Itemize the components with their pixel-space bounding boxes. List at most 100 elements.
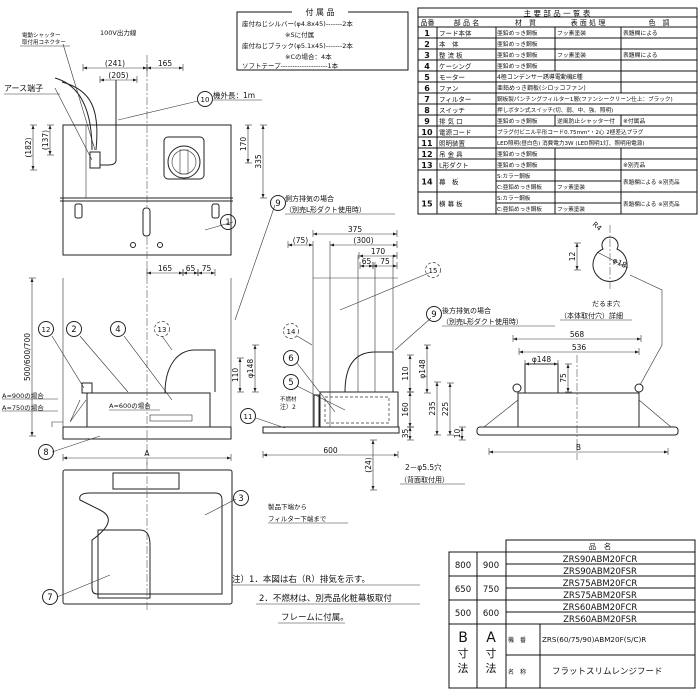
leader-line [79, 335, 129, 393]
part-number: 6 [424, 84, 430, 93]
callout-circle [110, 321, 126, 337]
dimension-arrow [48, 151, 52, 155]
dimension-text: 65 [186, 264, 196, 273]
dimension-arrow [100, 78, 104, 82]
b-dimension: 500 [455, 609, 471, 619]
dimension-arrow [246, 159, 250, 163]
dimension-text: 160 [401, 402, 410, 417]
callout-circle [42, 589, 58, 605]
dimension: 235 [428, 381, 441, 436]
dimension: 10 [453, 426, 466, 441]
callout-number: 9 [275, 199, 280, 209]
dimension-text: (241) [105, 59, 125, 68]
bottom-view [62, 462, 233, 612]
dimension-arrow [179, 271, 183, 275]
part-material: C:亜鉛めっき鋼板 [497, 205, 542, 213]
dimension: (24) [364, 439, 377, 491]
dimension: 225 [441, 382, 454, 436]
b-label: 法 [458, 661, 469, 675]
callout-circle [38, 321, 54, 337]
callout-circle [154, 321, 170, 337]
dimension-text: φ148 [418, 359, 427, 378]
dimension-arrow [194, 271, 198, 275]
model-name: ZRS90ABM20FCR [563, 555, 638, 565]
leader-line [296, 362, 336, 413]
dimension-text: φ148 [246, 359, 255, 378]
annotation-label: アース端子 [4, 83, 43, 93]
keyhole-outline [592, 236, 628, 282]
leader-line [204, 221, 234, 231]
dimension: 170 [358, 247, 398, 259]
leader-line [394, 317, 432, 351]
part-color: 表題欄による [623, 51, 658, 59]
b-label: 寸 [458, 646, 469, 660]
annotation-label: 後方排気の場合 [442, 306, 491, 315]
leader-line [117, 100, 199, 121]
callout-5: 5 [283, 374, 299, 390]
dimension-text: 75 [559, 373, 568, 383]
part-finish: フッ素塗装 [557, 29, 586, 37]
note: 2．不燃材は、別売品化粧幕板取付 [259, 593, 392, 604]
leader-line [255, 417, 286, 429]
accessory-item: ※Sに付属 [285, 30, 314, 39]
a-label: A [486, 630, 496, 646]
dimension-arrow [554, 362, 558, 366]
rear-body [517, 392, 640, 427]
part-name: ケーシング [439, 62, 472, 71]
front-view [51, 262, 232, 465]
dimension-arrow [393, 264, 397, 268]
callout-4: 4 [110, 321, 126, 337]
keyhole [634, 383, 644, 393]
top-slot [142, 207, 151, 237]
accessory-item: ※Cの場合：4本 [285, 52, 332, 61]
dimension-arrow [394, 453, 398, 457]
part-material: S:カラー鋼板 [497, 194, 531, 202]
dimension-text: φ148 [532, 355, 551, 364]
annotation-label: だるま穴 [592, 299, 620, 308]
leader-line [56, 574, 111, 598]
part-spec: プラグ付ビニル平形コード0.75mm²・2心 2極差込プラグ [497, 128, 644, 136]
dimension-arrow [373, 264, 377, 268]
dimension-arrow [575, 243, 579, 247]
dimension-arrow [253, 388, 257, 392]
leader-line [234, 204, 276, 321]
b-label: B [458, 630, 468, 646]
dimension-arrow [448, 383, 452, 387]
dimension-arrow [147, 271, 151, 275]
dimension-arrow [227, 456, 231, 460]
dimension-arrow [133, 78, 137, 82]
dimension-arrow [575, 266, 579, 270]
hole [157, 242, 163, 248]
part-number: 5 [424, 73, 430, 82]
dimension: 75 [559, 363, 572, 393]
dimension-arrow [637, 337, 641, 341]
callout-number: 2 [71, 325, 76, 335]
dimension-text: 165 [158, 264, 173, 273]
shutter [179, 149, 189, 175]
dimension: 500/600/700 [23, 277, 36, 437]
dimension-arrow [198, 271, 202, 275]
labels: 注）1．本図は右（R）排気を示す。2．不燃材は、別売品化粧幕板取付フレームに付属… [2, 28, 632, 624]
callout-number: 8 [43, 448, 48, 458]
part-number: 2 [424, 40, 430, 49]
dimension-arrow [393, 243, 397, 247]
dimension: (241) [82, 59, 148, 71]
rear-exhaust-port [524, 363, 559, 394]
dimension-text: 170 [371, 247, 386, 256]
dimension-arrow [408, 427, 412, 431]
dimension-text: 165 [158, 59, 173, 68]
dimension-arrow [211, 271, 215, 275]
model-name: ZRS75ABM20FCR [563, 579, 638, 589]
dimension-arrow [183, 271, 187, 275]
part-number: 3 [424, 51, 430, 60]
part-spec: 亜鉛めっき鋼板(シロッコファン) [497, 84, 586, 92]
callout-15: 15 [425, 262, 441, 278]
model-name: ZRS90ABM20FSR [563, 567, 637, 577]
part-number: 13 [421, 161, 432, 170]
